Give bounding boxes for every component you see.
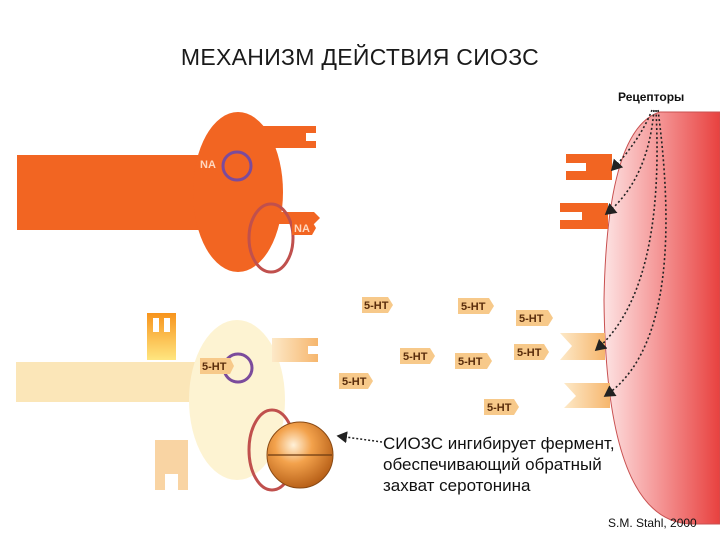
na-receptor-upper (566, 154, 612, 180)
receptor-arrows (594, 109, 667, 397)
serotonin-neuron (16, 313, 318, 490)
source-credit: S.M. Stahl, 2000 (608, 516, 697, 530)
serotonin-tag-text: 5-HT (403, 351, 428, 363)
serotonin-tag: 5-HT (514, 344, 549, 360)
na-terminal (193, 112, 283, 272)
na-axon (17, 155, 207, 230)
serotonin-receptor-upper (560, 333, 605, 360)
na-reuptake-pump (247, 202, 295, 274)
serotonin-tag: 5-HT (484, 399, 519, 415)
serotonin-tag: 5-HT (339, 373, 373, 389)
serotonin-tag: 5-HT (400, 348, 435, 364)
na-tag-text: NA (200, 159, 216, 171)
caption-line: СИОЗС ингибирует фермент, (383, 434, 615, 453)
na-tag: NA (198, 157, 220, 171)
na-vesicle-ring (221, 150, 253, 182)
serotonin-lower-process (155, 440, 188, 490)
na-tag: NA (292, 221, 316, 235)
serotonin-tag-text: 5-HT (487, 402, 512, 414)
serotonin-tag-text: 5-HT (519, 313, 544, 325)
caption-line: обеспечивающий обратный (383, 455, 602, 474)
serotonin-tag-text: 5-HT (202, 361, 227, 373)
receptors-label: Рецепторы (618, 90, 685, 104)
serotonin-tag: 5-HT (516, 310, 553, 326)
serotonin-tag: 5-HT (200, 358, 234, 374)
page-title: МЕХАНИЗМ ДЕЙСТВИЯ СИОЗС (180, 44, 540, 70)
serotonin-tag: 5-HT (362, 297, 393, 313)
ssri-molecule (266, 421, 334, 489)
serotonin-receptor-lower (564, 383, 610, 408)
serotonin-tag-text: 5-HT (461, 301, 486, 313)
noradrenaline-neuron (17, 112, 320, 272)
serotonin-tag-text: 5-HT (517, 347, 542, 359)
serotonin-tag-text: 5-HT (458, 356, 483, 368)
ssri-caption: СИОЗС ингибирует фермент, обеспечивающий… (383, 433, 615, 496)
na-tag-text: NA (294, 223, 310, 235)
na-synaptic-ending-upper (262, 126, 316, 148)
postsynaptic-cell (603, 111, 720, 525)
caption-line: захват серотонина (383, 476, 531, 495)
caption-pointer-arrow (336, 431, 383, 444)
na-receptor-lower (560, 203, 608, 229)
serotonin-tag: 5-HT (455, 353, 492, 369)
serotonin-tag-text: 5-HT (342, 376, 367, 388)
serotonin-tag: 5-HT (458, 298, 494, 314)
serotonin-tag-text: 5-HT (364, 300, 389, 312)
serotonin-dendrite (147, 313, 176, 360)
serotonin-synaptic-ending (272, 338, 318, 362)
